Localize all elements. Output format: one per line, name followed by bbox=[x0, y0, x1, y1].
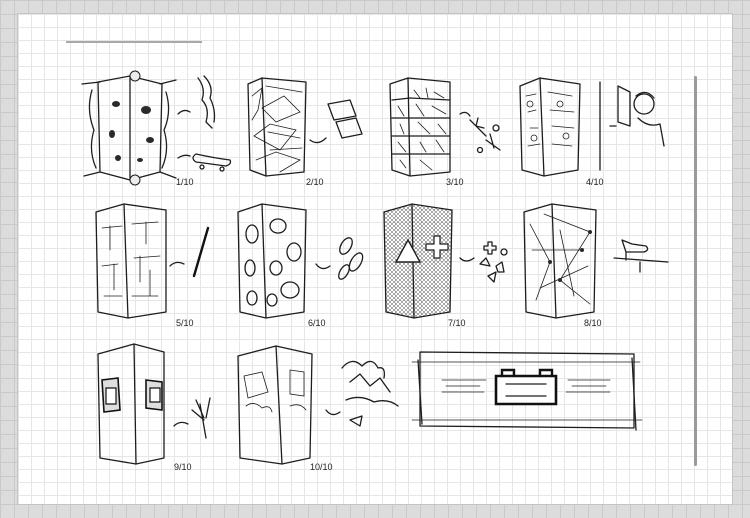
shoe-object-sketch bbox=[613, 239, 669, 273]
shapes-object-sketch bbox=[459, 241, 508, 283]
sketch-number-2: 2/10 bbox=[306, 177, 324, 187]
sketch-number-8: 8/10 bbox=[584, 318, 602, 328]
person-viewing-sketch bbox=[599, 81, 665, 171]
pillar-sketch-9 bbox=[97, 343, 165, 465]
sketch-number-9: 9/10 bbox=[174, 462, 192, 472]
sketch-number-6: 6/10 bbox=[308, 318, 326, 328]
pillar-sketch-6 bbox=[237, 203, 307, 319]
tools-object-sketch bbox=[459, 111, 501, 154]
leg-object-sketch bbox=[177, 75, 216, 129]
napkin-object-sketch bbox=[309, 99, 363, 144]
disc-object-sketch bbox=[315, 237, 364, 280]
pillar-sketch-1 bbox=[81, 70, 177, 186]
skateboard-sketch bbox=[177, 153, 232, 172]
sketch-number-3: 3/10 bbox=[446, 177, 464, 187]
sketch-number-1: 1/10 bbox=[176, 177, 194, 187]
pillar-sketch-5 bbox=[95, 203, 167, 319]
header-rule bbox=[66, 41, 202, 43]
sketch-number-4: 4/10 bbox=[586, 177, 604, 187]
sketch-number-7: 7/10 bbox=[448, 318, 466, 328]
brush-object-sketch bbox=[173, 397, 211, 439]
overview-board-sketch bbox=[411, 351, 643, 431]
pillar-sketch-4 bbox=[519, 77, 581, 177]
vertical-scrollbar[interactable] bbox=[694, 76, 697, 466]
sketch-number-5: 5/10 bbox=[176, 318, 194, 328]
pillar-sketch-8 bbox=[523, 203, 597, 319]
pillar-sketch-7 bbox=[383, 203, 453, 319]
pillar-sketch-3 bbox=[389, 77, 451, 177]
pillar-sketch-10 bbox=[237, 345, 313, 465]
sketch-sheet bbox=[18, 14, 732, 504]
sketch-number-10: 10/10 bbox=[310, 462, 333, 472]
baton-object-sketch bbox=[169, 226, 210, 278]
pillar-sketch-2 bbox=[247, 77, 307, 177]
graffiti-object-sketch bbox=[325, 360, 399, 427]
